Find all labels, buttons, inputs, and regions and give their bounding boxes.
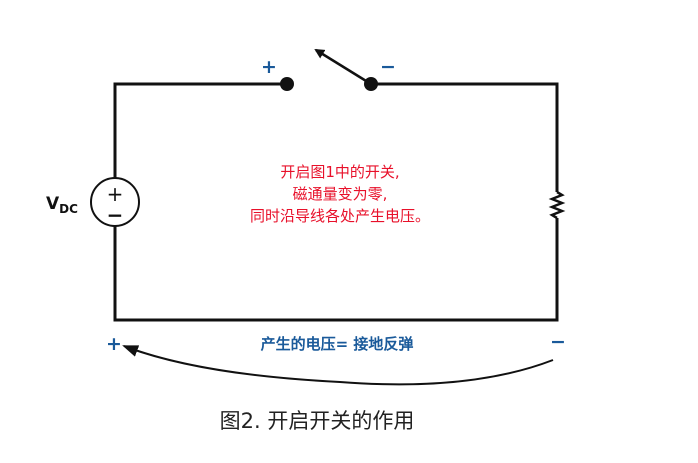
figure-caption: 图2. 开启开关的作用 <box>220 409 415 433</box>
source-minus: − <box>107 203 124 227</box>
ground-bounce-label: 产生的电压= 接地反弹 <box>261 335 414 353</box>
ground-minus-label: − <box>550 331 566 353</box>
wire-bottom <box>113 218 559 322</box>
ground-plus-label: + <box>106 333 122 355</box>
switch-contact-left <box>280 77 294 91</box>
switch-minus-label: − <box>380 56 396 78</box>
annotation-line-3: 同时沿导线各处产生电压。 <box>250 207 430 225</box>
annotation-line-1: 开启图1中的开关, <box>280 163 399 181</box>
annotation-line-2: 磁通量变为零, <box>293 185 388 203</box>
dc-source-circle <box>90 177 140 227</box>
switch-plus-label: + <box>261 56 277 78</box>
wire-top-right <box>371 82 559 192</box>
wire-top-left <box>113 82 287 178</box>
source-plus: + <box>107 182 124 206</box>
resistor <box>548 190 566 220</box>
switch-blade[interactable] <box>314 48 372 86</box>
ground-bounce-arrow <box>122 345 554 386</box>
switch-contact-right <box>364 77 378 91</box>
source-label: VDC <box>46 194 78 216</box>
